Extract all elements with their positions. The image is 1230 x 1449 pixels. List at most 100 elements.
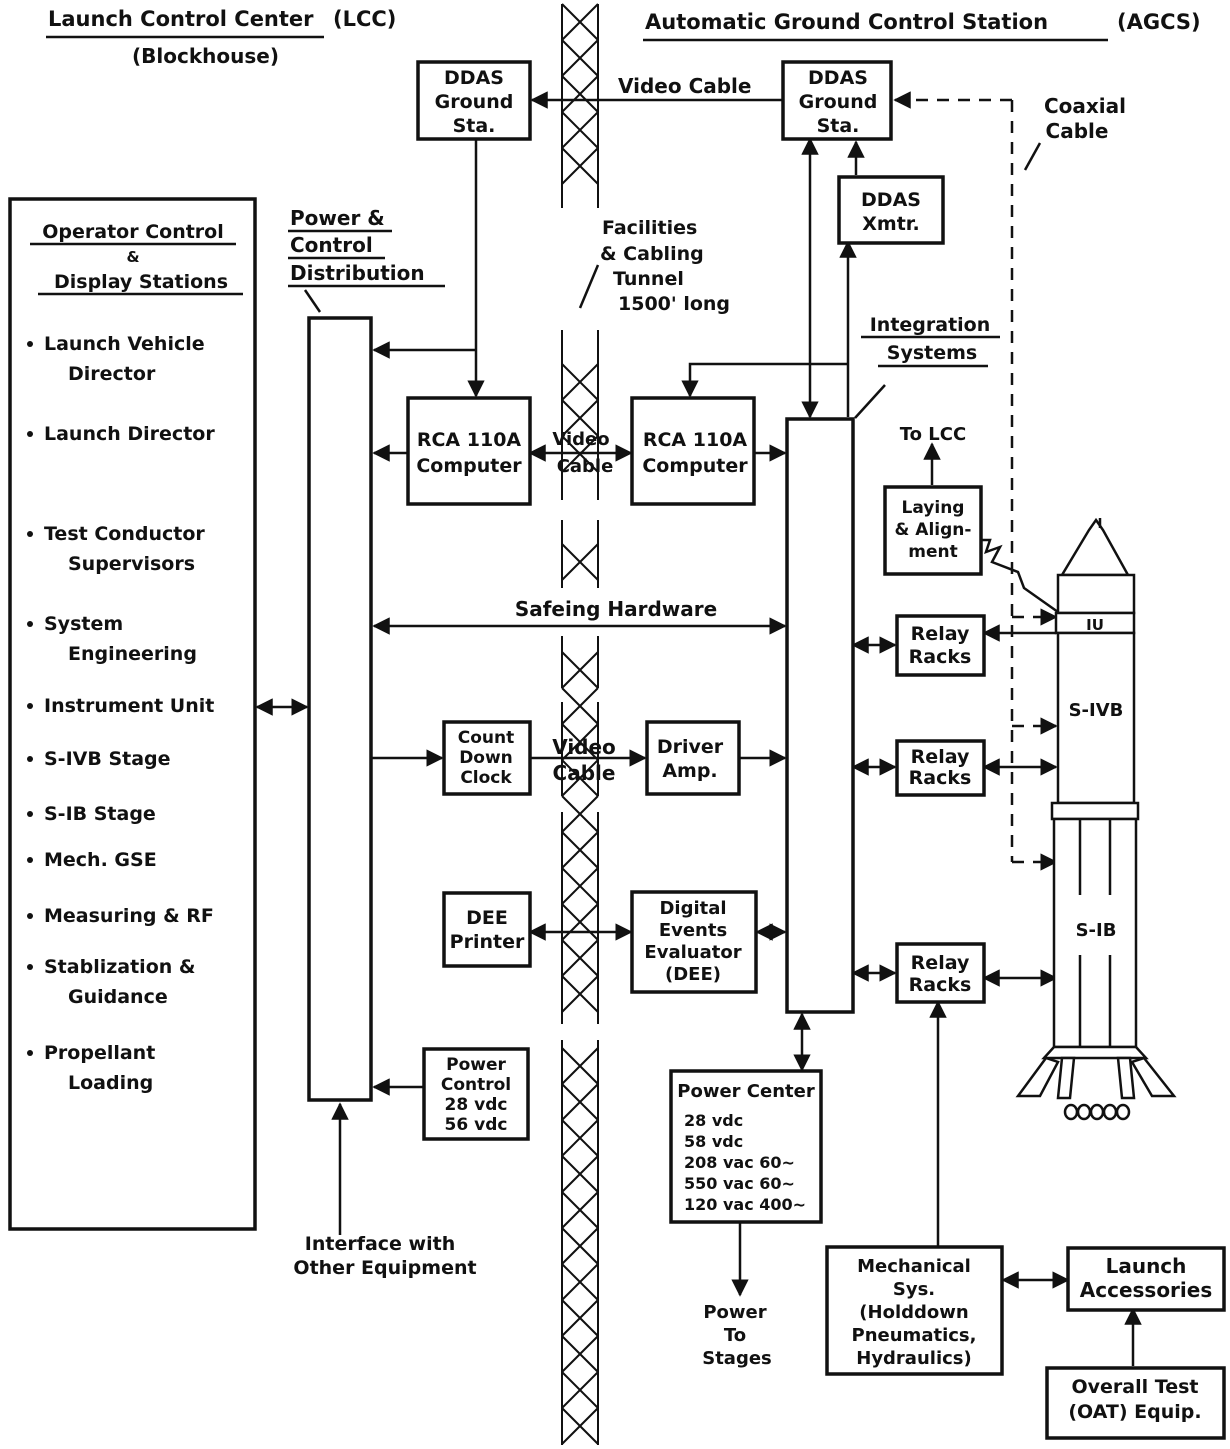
rca-agcs-box xyxy=(630,396,756,506)
tunnel-label-3: Tunnel xyxy=(613,268,684,290)
launch-accessories-box xyxy=(1066,1246,1226,1312)
driver-amp-box xyxy=(645,720,741,796)
engine-nozzle xyxy=(1063,1103,1079,1121)
tunnel-hatch-line xyxy=(561,975,599,1013)
countdown-line-2: Down xyxy=(459,748,513,768)
laying-line-2: & Align- xyxy=(895,520,972,540)
laying-zigzag-link xyxy=(981,538,1059,614)
mechanical-lines: MechanicalSys.(HolddownPneumatics,Hydrau… xyxy=(852,1256,977,1369)
lcc-header: Launch Control Center (LCC) (Blockhouse) xyxy=(46,7,396,68)
power-control-line-4: 56 vdc xyxy=(445,1115,508,1135)
agcs-title: Automatic Ground Control Station xyxy=(645,10,1048,34)
tunnel-hatch-line xyxy=(561,1119,599,1157)
mechanical-box xyxy=(825,1245,1004,1376)
rocket-skirt xyxy=(1041,1045,1149,1060)
tunnel-hatch-line xyxy=(561,1047,599,1085)
rocket-fin-center-left xyxy=(1056,1056,1076,1100)
pcd-label-2: Control xyxy=(290,233,373,257)
power-center-line-3: 208 vac 60~ xyxy=(684,1153,795,1172)
oat-line-1: Overall Test xyxy=(1072,1376,1199,1398)
tunnel-hatch-line xyxy=(561,759,599,797)
countdown-line-1: Count xyxy=(458,728,515,748)
ddas-xmtr-box xyxy=(837,175,945,245)
station-bullet xyxy=(27,341,33,347)
relay1-box xyxy=(895,614,986,677)
video-cable-top-label: Video Cable xyxy=(618,74,751,98)
rocket-sivb-label: S-IVB xyxy=(1069,700,1124,721)
relay2-line-1: Relay xyxy=(911,746,970,768)
oat-box xyxy=(1045,1366,1226,1440)
mechanical-line-3: (Holddown xyxy=(859,1302,968,1323)
tunnel-hatch-line xyxy=(561,1083,599,1121)
rocket-iu-label: IU xyxy=(1086,616,1104,634)
relay2-line-2: Racks xyxy=(909,767,972,789)
ddas-agcs-line-3: Sta. xyxy=(817,115,860,137)
pcd-label-3: Distribution xyxy=(290,261,425,285)
station-item-4-line-1: System xyxy=(44,613,123,635)
mechanical-systems: MechanicalSys.(HolddownPneumatics,Hydrau… xyxy=(825,1245,1004,1376)
video-cable-mid-label-2: Cable xyxy=(557,456,614,477)
station-item-8-line-1: Mech. GSE xyxy=(44,849,157,871)
launch-accessories-line-1: Launch xyxy=(1106,1254,1187,1278)
station-bullet xyxy=(27,756,33,762)
rocket-sib xyxy=(1052,817,1138,1049)
station-item-11-line-1: Propellant xyxy=(44,1042,155,1064)
tunnel-hatch-line xyxy=(561,1335,599,1373)
engine-nozzle xyxy=(1089,1103,1105,1121)
relay1-line-2: Racks xyxy=(909,646,972,668)
ddas-lcc-line-2: Ground xyxy=(435,91,514,113)
to-lcc-label: To LCC xyxy=(900,424,966,445)
power-center-box xyxy=(669,1069,823,1224)
operator-control-panel: Operator Control & Display Stations Laun… xyxy=(8,197,257,1231)
tunnel-hatch-line xyxy=(561,867,599,905)
station-item-3-line-2: Supervisors xyxy=(68,553,195,575)
mechanical-line-1: Mechanical xyxy=(857,1256,971,1277)
dee-line-3: Evaluator xyxy=(644,942,741,963)
tunnel-hatch-line xyxy=(561,1299,599,1337)
power-center-line-1: 28 vdc xyxy=(684,1111,743,1130)
rocket-interstage xyxy=(1050,801,1140,821)
station-bullet xyxy=(27,531,33,537)
station-bullet xyxy=(27,1050,33,1056)
laying-line-1: Laying xyxy=(902,498,965,518)
station-bullet xyxy=(27,811,33,817)
rocket-fin-right xyxy=(1130,1056,1177,1098)
relay3-line-2: Racks xyxy=(909,974,972,996)
mechanical-line-2: Sys. xyxy=(893,1279,935,1300)
interface-label-1: Interface with xyxy=(305,1233,455,1255)
tunnel-hatch-line xyxy=(561,147,599,185)
station-item-11-line-2: Loading xyxy=(68,1072,153,1094)
tunnel-hatch-line xyxy=(561,111,599,149)
tunnel-hatch-line xyxy=(561,1155,599,1193)
engine-nozzle xyxy=(1076,1103,1092,1121)
cabling-tunnel: Facilities & Cabling Tunnel 1500' long xyxy=(561,3,730,1445)
engine-nozzle xyxy=(1115,1103,1131,1121)
engine-nozzle xyxy=(1102,1103,1118,1121)
rocket-fin-left xyxy=(1015,1056,1060,1098)
dee-printer-box xyxy=(442,891,532,968)
operator-panel-title-3: Display Stations xyxy=(54,271,228,293)
dee-line-2: Events xyxy=(659,920,727,941)
integration-systems-bus xyxy=(785,417,855,1014)
ddas-xmtr-line-1: DDAS xyxy=(861,189,921,211)
tunnel-label-1: Facilities xyxy=(602,217,697,239)
power-center-title: Power Center xyxy=(677,1081,815,1102)
station-item-10-line-1: Stablization & xyxy=(44,956,195,978)
station-item-4-line-2: Engineering xyxy=(68,643,197,665)
power-center-line-4: 550 vac 60~ xyxy=(684,1174,795,1193)
coaxial-label-1: Coaxial xyxy=(1044,94,1126,118)
